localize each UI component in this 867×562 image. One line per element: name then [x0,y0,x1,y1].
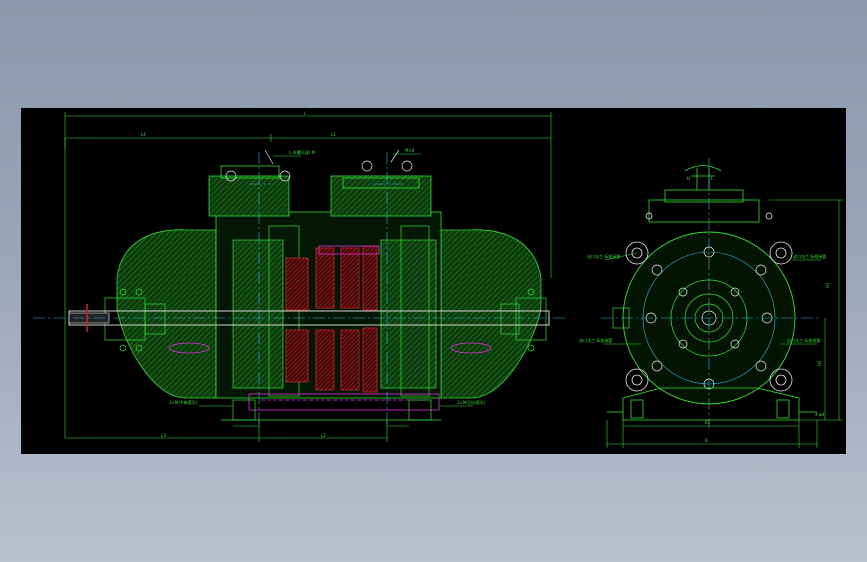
balance-components [168,245,492,411]
callout-bottom-left: 2×M(平衡管孔) [169,399,198,405]
end-callout-lower-left: 进口法兰 标准接管 [579,337,612,343]
inner-bolt-pattern [645,246,773,390]
base-feet [221,399,441,421]
dim-bottom-left: L3 [161,433,166,438]
end-callout-lower-right: 出口法兰 标准接管 [787,337,820,343]
callout-bottom-right: 2×M(回水管孔) [457,399,486,405]
dim-height-2: H2 [817,360,822,366]
dim-width-inner: B1 [705,420,711,425]
pump-assembly-drawing: L L4 L1 [33,111,843,448]
end-callout-upper-left: 出口法兰 标准接管 [587,253,620,259]
dim-overall: L [304,111,307,116]
overall-dimension [64,112,552,438]
dim-top-b: L [711,176,714,181]
impeller-stages [285,245,378,393]
callout-top-right: M×4 [405,148,415,153]
nozzle-flanges [225,149,413,182]
end-center-lines [601,158,821,428]
dim-right-seg: L1 [331,132,336,137]
callout-leaders [199,153,473,407]
bearing-housings [104,288,547,352]
dim-bottom-right: L2 [321,433,326,438]
dim-top-a: H [687,176,690,181]
end-shaft-stub [612,307,630,329]
dim-width-outer: B [705,438,708,443]
drawing-canvas: L L4 L1 [21,108,846,454]
bottom-dimensions [65,420,409,442]
end-view: H L [579,158,843,448]
dim-left-seg: L4 [141,132,146,137]
section-view: L L4 L1 [33,111,566,442]
end-dimensions [606,199,843,448]
center-lines [33,152,566,428]
tie-bolt-circles [625,212,793,392]
dim-height: H1 [825,282,830,288]
callout-top-left: L-4(螺孔深) M [289,149,316,155]
end-callout-upper-right: 进口法兰 标准接管 [793,253,826,259]
outlet-flange-block [648,165,760,223]
dim-foot: 4-φd [815,412,825,417]
end-callout-leaders [603,252,821,345]
